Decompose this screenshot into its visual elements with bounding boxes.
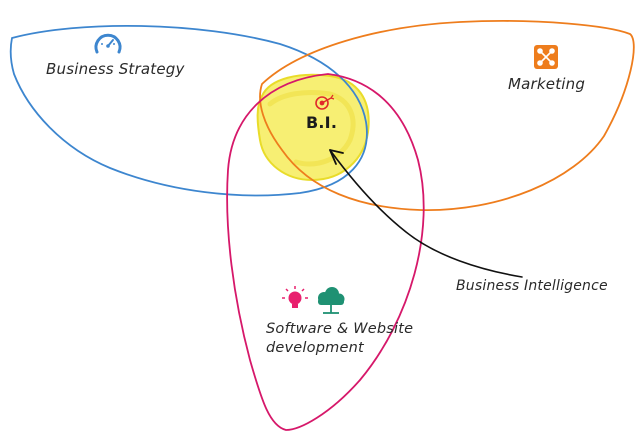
bi-highlight-stroke (267, 89, 356, 167)
set-business-strategy (9, 24, 368, 197)
label-software-line2: development (266, 340, 364, 356)
label-bi: B.I. (306, 113, 338, 132)
speedometer-icon (94, 33, 122, 54)
arrow-head (329, 149, 344, 165)
label-marketing: Marketing (508, 75, 586, 93)
arrow-line (329, 149, 523, 278)
set-marketing (259, 20, 635, 211)
label-software-line1: Software & Website (266, 321, 414, 337)
lightbulb-icon (282, 286, 308, 308)
label-software-development: Software & Website development (266, 320, 436, 358)
label-business-intelligence: Business Intelligence (456, 278, 608, 294)
cloud-network-icon (318, 287, 345, 314)
label-business-strategy: Business Strategy (46, 60, 185, 78)
target-icon (315, 94, 335, 110)
set-software (226, 73, 425, 431)
network-nodes-icon (534, 45, 558, 69)
